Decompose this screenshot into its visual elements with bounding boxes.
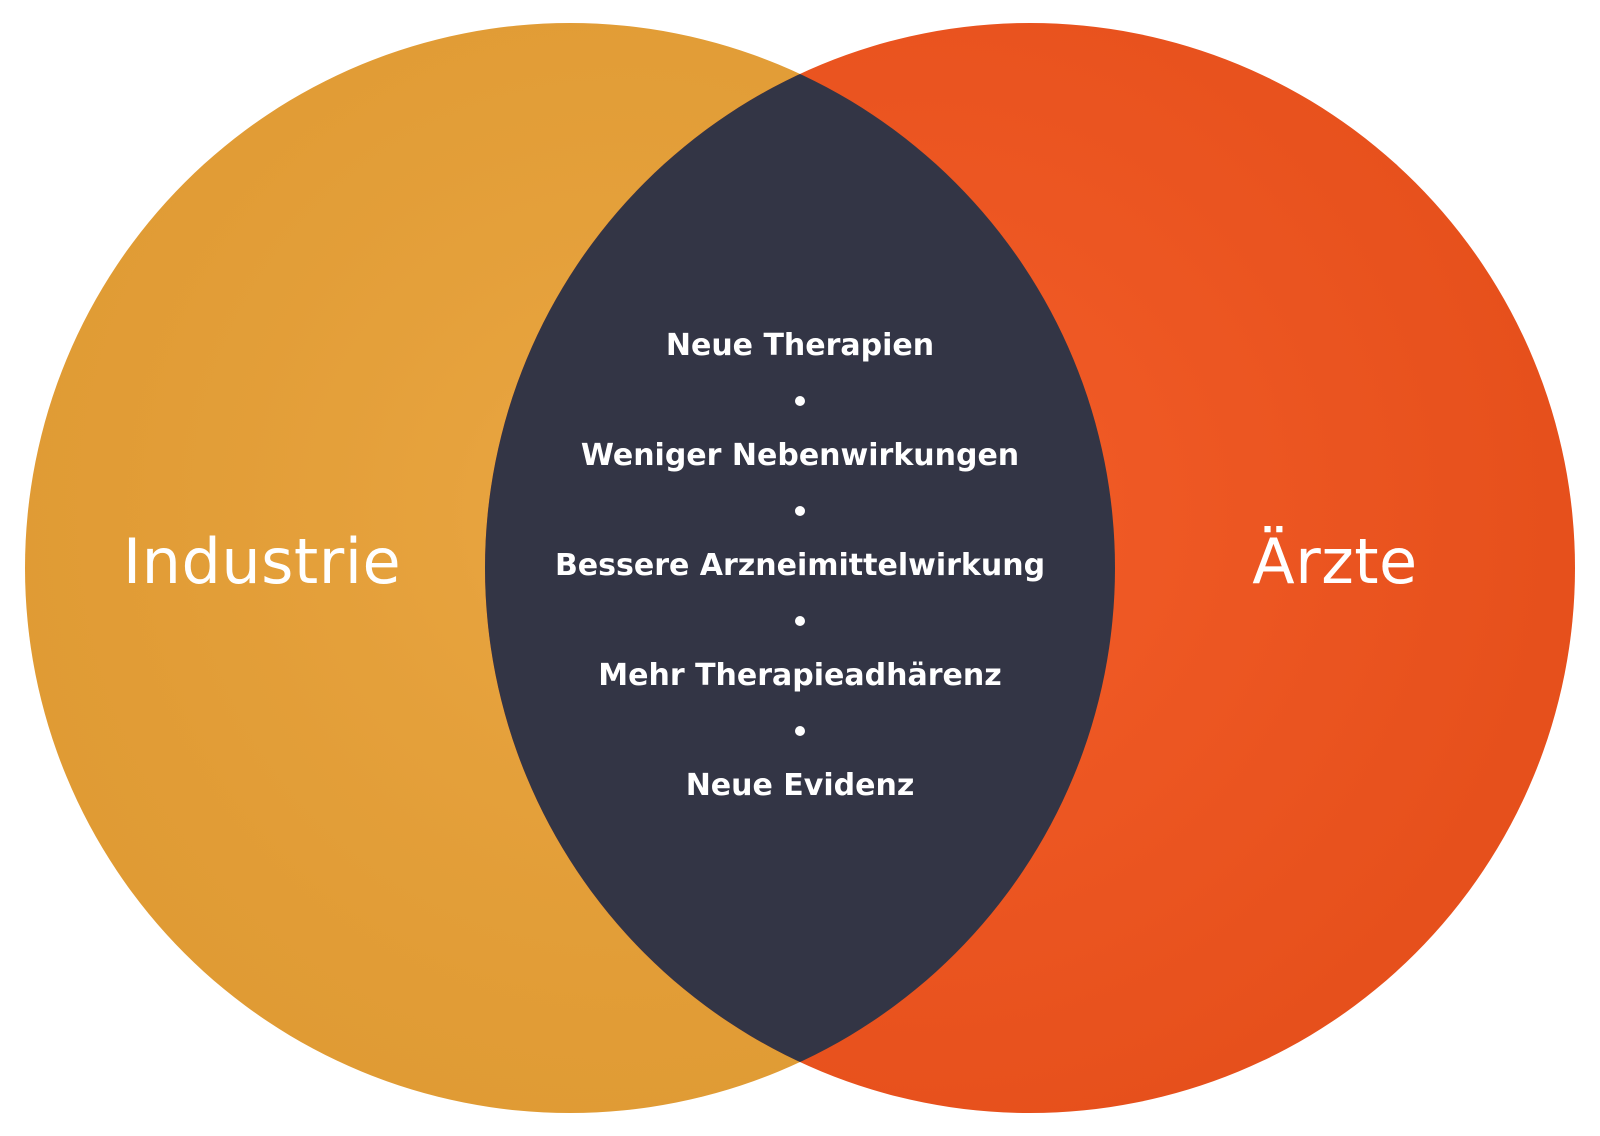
benefit-neue-therapien: Neue Therapien xyxy=(665,328,935,363)
benefit-weniger-nebenwirkungen: Weniger Nebenwirkungen xyxy=(580,438,1020,473)
aerzte-label: Ärzte xyxy=(1252,525,1418,598)
bullet-dot xyxy=(795,396,805,406)
benefit-mehr-therapieadhaerenz: Mehr Therapieadhärenz xyxy=(598,658,1002,693)
bullet-dot xyxy=(795,506,805,516)
bullet-dot xyxy=(795,616,805,626)
shared-benefits-list: Neue Therapien Weniger Nebenwirkungen Be… xyxy=(520,320,1080,812)
benefit-bessere-arzneimittelwirkung: Bessere Arzneimittelwirkung xyxy=(554,548,1046,583)
bullet-separator xyxy=(795,482,805,540)
intersection-lens xyxy=(485,23,1115,1113)
bullet-dot xyxy=(795,726,805,736)
industrie-label: Industrie xyxy=(122,525,402,598)
bullet-separator xyxy=(795,592,805,650)
benefit-neue-evidenz: Neue Evidenz xyxy=(685,768,915,803)
bullet-separator xyxy=(795,702,805,760)
bullet-separator xyxy=(795,372,805,430)
